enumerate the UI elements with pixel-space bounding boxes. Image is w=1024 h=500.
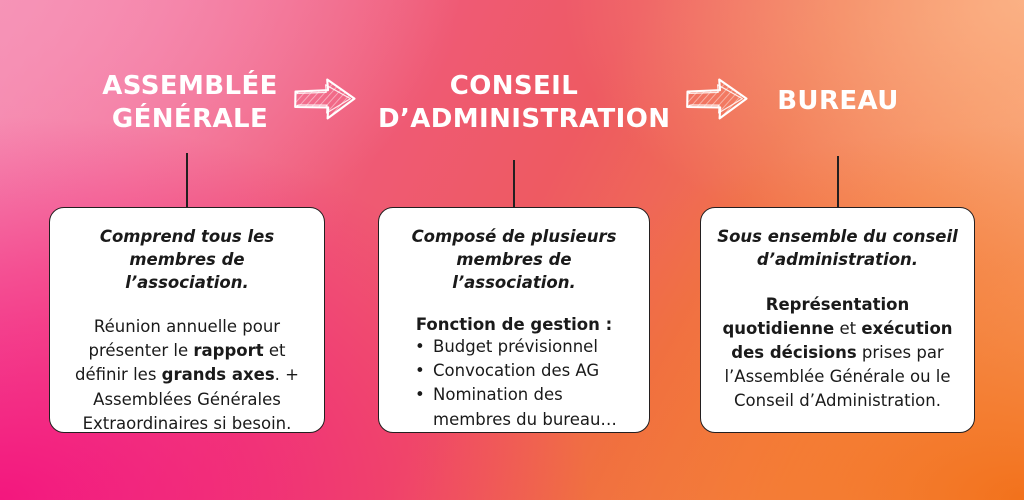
- card-body-run: . + Assemblées Générales Extraordinaires…: [82, 365, 299, 433]
- header-title-bureau: BUREAU: [777, 86, 899, 116]
- connector-line-bureau: [837, 156, 839, 207]
- card-lead-text: Comprend tous les membres de l’associati…: [99, 227, 275, 292]
- card-body-run-bold: Représentation quotidienne: [722, 294, 910, 338]
- card-body-run-bold: rapport: [193, 341, 264, 361]
- card-body-run: Réunion annuelle pour présenter le: [88, 317, 281, 361]
- list-item: • Convocation des AG: [411, 359, 633, 383]
- bullet-icon: •: [415, 361, 425, 381]
- card-body-run: et définir les: [75, 341, 286, 385]
- header-title-assemblee-generale: ASSEMBLÉE GÉNÉRALE: [102, 71, 278, 135]
- header-title-conseil-administration: CONSEIL D’ADMINISTRATION: [378, 71, 671, 135]
- list-item-label: Nomination des membres du bureau…: [433, 385, 617, 429]
- header-row: ASSEMBLÉE GÉNÉRALE CONSEIL D’ADMINISTRAT…: [0, 0, 1024, 165]
- card-bureau: Sous ensemble du conseil d’administratio…: [700, 207, 975, 433]
- list-item: • Nomination des membres du bureau…: [411, 383, 633, 431]
- list-item: • Budget prévisionnel: [411, 335, 633, 359]
- card-body-run-bold: exécution des décisions: [731, 318, 953, 362]
- bullet-icon: •: [415, 385, 425, 405]
- connector-line-assemblee-generale: [186, 153, 188, 207]
- card-body-text: Représentation quotidienne et exécution …: [717, 293, 958, 413]
- bullet-icon: •: [415, 337, 425, 357]
- card-body-run: et: [834, 318, 862, 338]
- connector-line-conseil-administration: [513, 160, 515, 207]
- card-list-heading: Fonction de gestion :: [415, 315, 613, 335]
- list-item-label: Convocation des AG: [433, 361, 600, 381]
- card-body-text: Réunion annuelle pour présenter le rappo…: [66, 315, 308, 435]
- card-conseil-administration: Composé de plusieurs membres de l’associ…: [378, 207, 650, 433]
- card-body-run-bold: grands axes: [161, 365, 275, 385]
- arrow-right-sketch-icon: [292, 76, 358, 126]
- card-bullet-list: • Budget prévisionnel • Convocation des …: [395, 335, 633, 431]
- card-assemblee-generale: Comprend tous les membres de l’associati…: [49, 207, 325, 433]
- card-lead-text: Composé de plusieurs membres de l’associ…: [411, 227, 617, 292]
- card-lead-text: Sous ensemble du conseil d’administratio…: [717, 227, 958, 269]
- card-body-run: prises par l’Assemblée Générale ou le Co…: [724, 342, 951, 410]
- arrow-right-sketch-icon: [684, 76, 750, 126]
- list-item-label: Budget prévisionnel: [433, 337, 598, 357]
